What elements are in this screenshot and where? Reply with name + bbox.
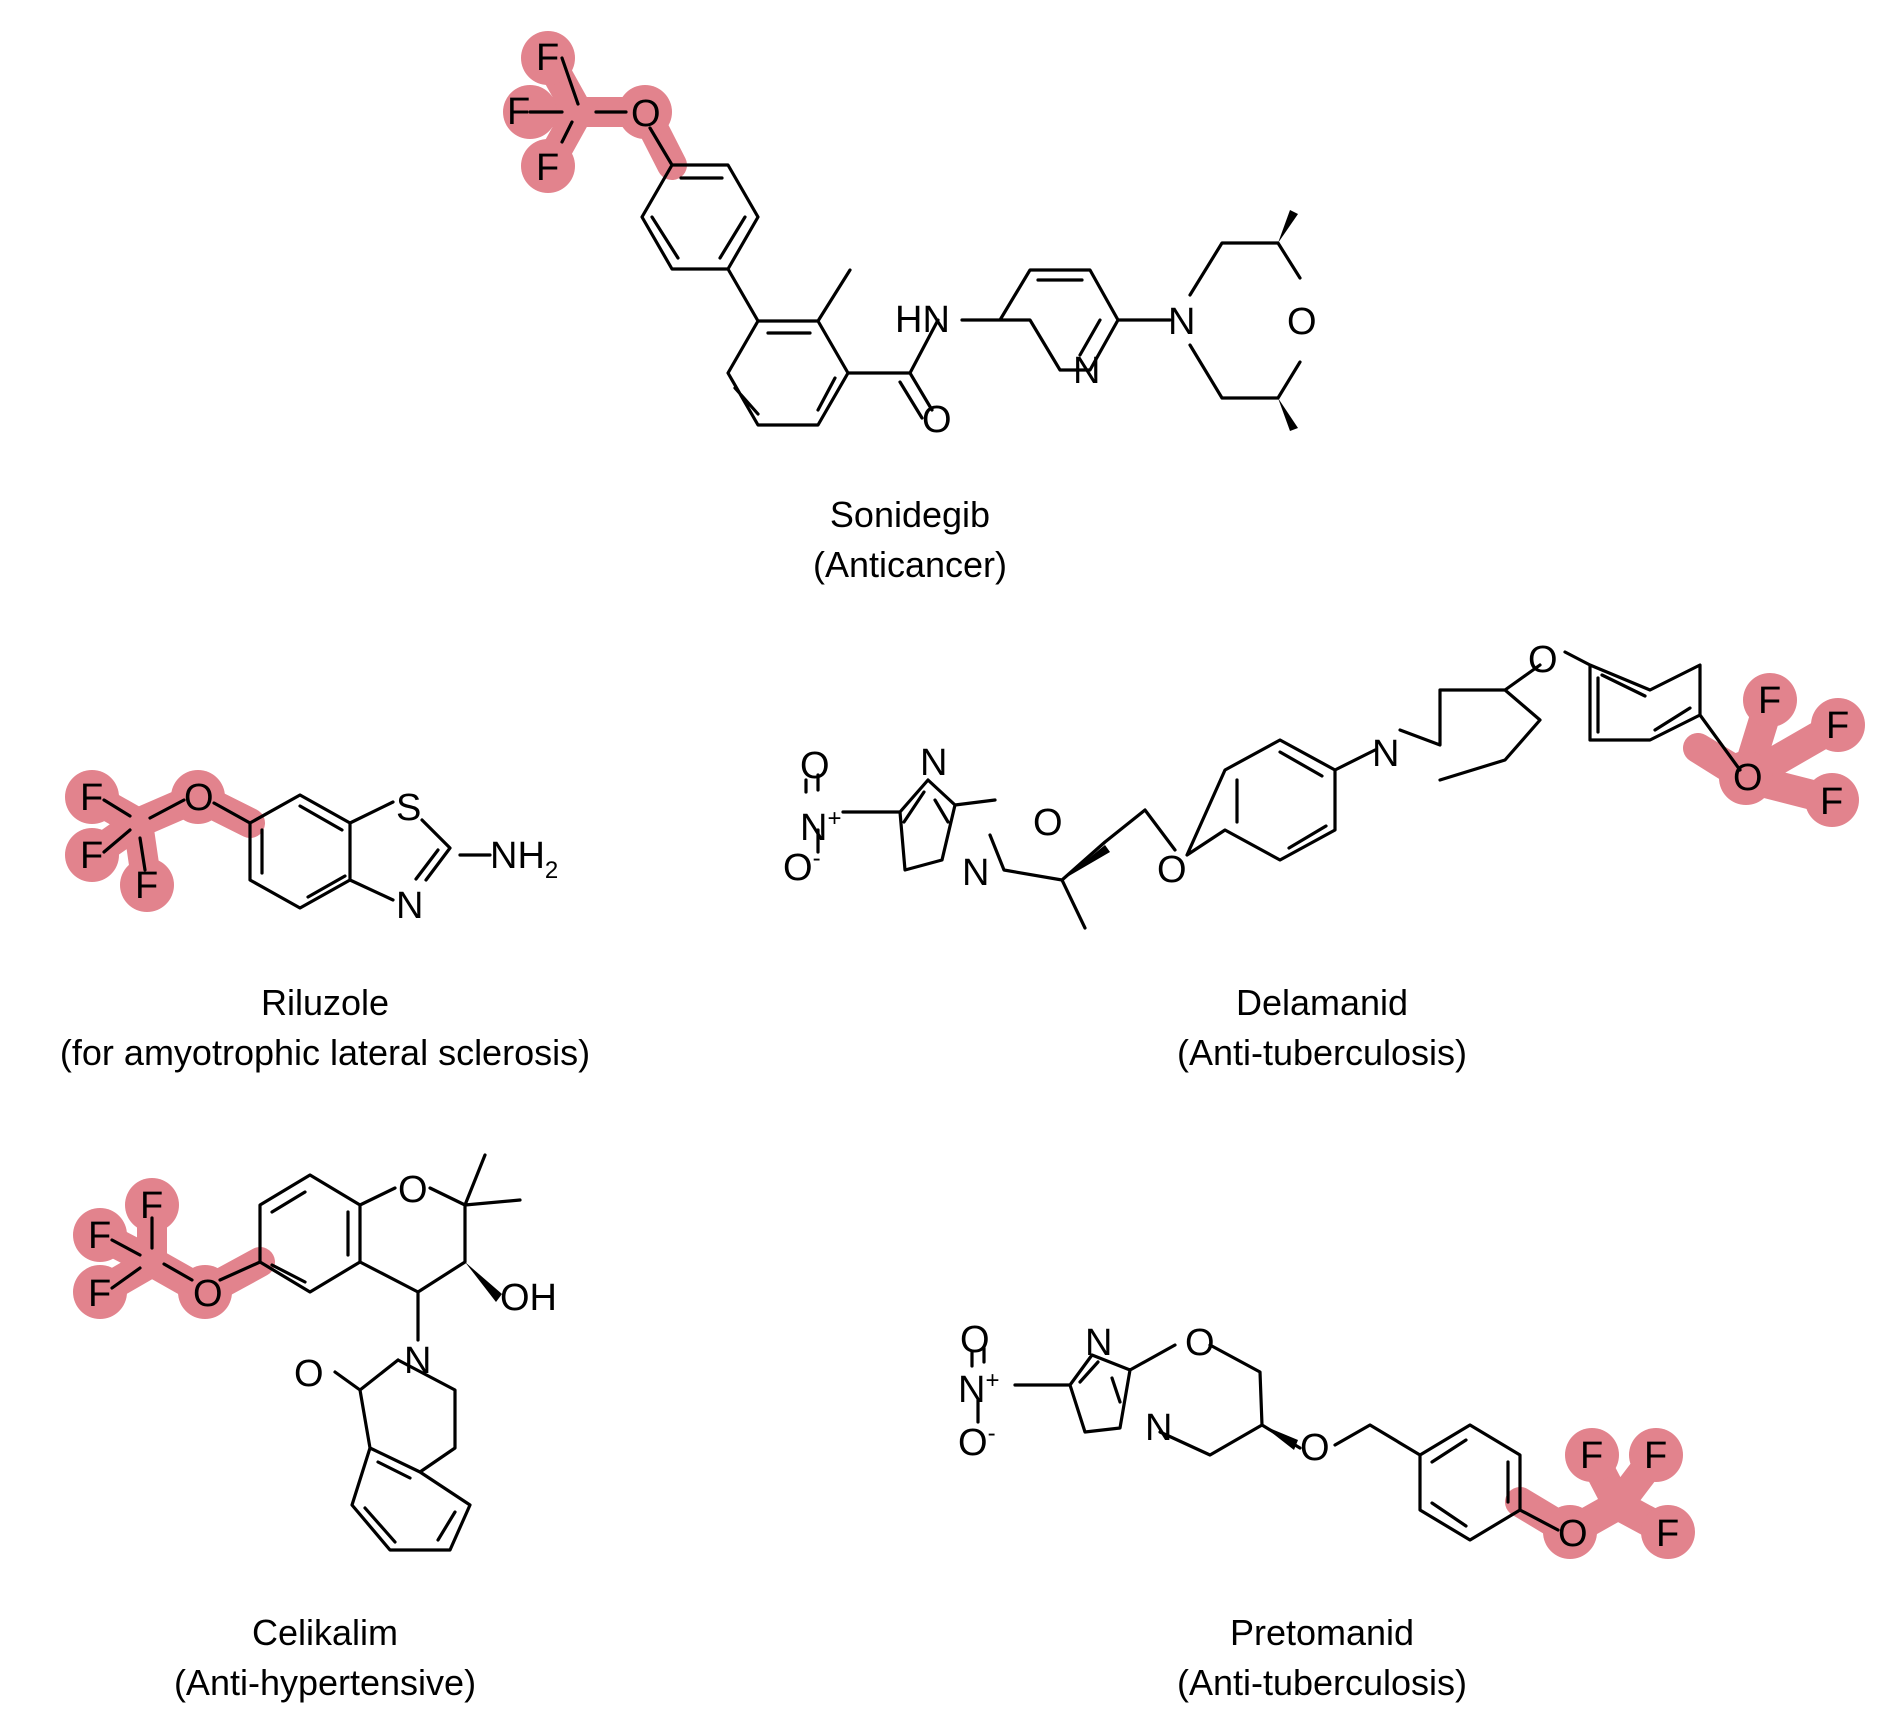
atom-F: F (1644, 1435, 1667, 1477)
atom-OH: OH (500, 1277, 557, 1319)
atom-N-plus: N+ (800, 805, 841, 849)
molecule-riluzole: F F F O S N NH2 Riluzole (for amyotrophi… (60, 777, 590, 1073)
atom-F: F (80, 777, 103, 819)
caption-name: Sonidegib (830, 494, 990, 535)
atom-F: F (88, 1215, 111, 1257)
caption-use: (Anti-tuberculosis) (1177, 1032, 1467, 1073)
caption-use: (Anti-tuberculosis) (1177, 1662, 1467, 1703)
atom-F: F (140, 1185, 163, 1227)
atom-F: F (80, 835, 103, 877)
delamanid-bonds (804, 650, 1742, 930)
atom-N: N (404, 1340, 431, 1382)
atom-S: S (396, 787, 421, 829)
highlight-delamanid-ocf3 (1683, 673, 1865, 827)
sonidegib-wedge-bottom (1278, 398, 1298, 431)
atom-NH2: NH2 (490, 835, 558, 884)
atom-O: O (1033, 802, 1063, 844)
pretomanid-wedge (1262, 1425, 1298, 1450)
atom-N: N (1372, 733, 1399, 775)
caption-name: Celikalim (252, 1612, 398, 1653)
atom-HN: HN (895, 299, 950, 341)
atom-O: O (184, 777, 214, 819)
atom-O: O (1157, 849, 1187, 891)
atom-F: F (1820, 781, 1843, 823)
caption-use: (Anticancer) (813, 544, 1007, 585)
atom-N: N (396, 885, 423, 927)
caption-name: Pretomanid (1230, 1612, 1414, 1653)
atom-O: O (1300, 1427, 1330, 1469)
molecule-delamanid: O N+ O- N O N O N O O F F F Delamanid (A… (783, 639, 1849, 1073)
atom-F: F (1580, 1435, 1603, 1477)
atom-O: O (1528, 639, 1558, 681)
atom-O: O (1558, 1513, 1588, 1555)
atom-F: F (536, 37, 559, 79)
atom-O-minus: O- (958, 1420, 996, 1464)
atom-O: O (294, 1353, 324, 1395)
atom-O: O (922, 399, 952, 441)
atom-N: N (1073, 350, 1100, 392)
atom-N: N (920, 742, 947, 784)
celikalim-wedge (465, 1262, 502, 1302)
atom-O: O (1185, 1322, 1215, 1364)
atom-O: O (1287, 301, 1317, 343)
molecule-celikalim: F F F O O OH N O Celikalim (Anti-hyperte… (88, 1153, 557, 1703)
atom-F: F (536, 147, 559, 189)
caption-name: Riluzole (261, 982, 389, 1023)
caption-use: (Anti-hypertensive) (174, 1662, 476, 1703)
caption-name: Delamanid (1236, 982, 1408, 1023)
atom-O: O (800, 745, 830, 787)
riluzole-bonds (102, 793, 492, 910)
sonidegib-wedge-top (1278, 210, 1298, 243)
pretomanid-bonds (970, 1343, 1560, 1542)
atom-F: F (1758, 680, 1781, 722)
molecule-pretomanid: O N+ O- N O N O O F F F Pretomanid (Anti… (958, 1319, 1679, 1703)
atom-O: O (1733, 757, 1763, 799)
atom-O: O (398, 1169, 428, 1211)
atom-O: O (193, 1273, 223, 1315)
atom-N-plus: N+ (958, 1367, 999, 1411)
celikalim-bonds (110, 1153, 522, 1552)
highlight-pretomanid-ocf3 (1505, 1428, 1695, 1559)
atom-O: O (960, 1319, 990, 1361)
atom-O-minus: O- (783, 845, 821, 889)
atom-N: N (1145, 1407, 1172, 1449)
atom-F: F (1826, 705, 1849, 747)
caption-use: (for amyotrophic lateral sclerosis) (60, 1032, 590, 1073)
atom-F: F (135, 865, 158, 907)
sonidegib-bonds (528, 56, 1302, 427)
atom-F: F (88, 1273, 111, 1315)
atom-N: N (1168, 301, 1195, 343)
molecule-sonidegib: F F F O HN O N N O Sonidegib (Anticancer… (507, 37, 1317, 585)
atom-N: N (962, 852, 989, 894)
atom-F: F (1656, 1513, 1679, 1555)
atom-F: F (507, 91, 530, 133)
delamanid-wedge (1062, 845, 1110, 880)
atom-O: O (631, 93, 661, 135)
atom-N: N (1085, 1322, 1112, 1364)
